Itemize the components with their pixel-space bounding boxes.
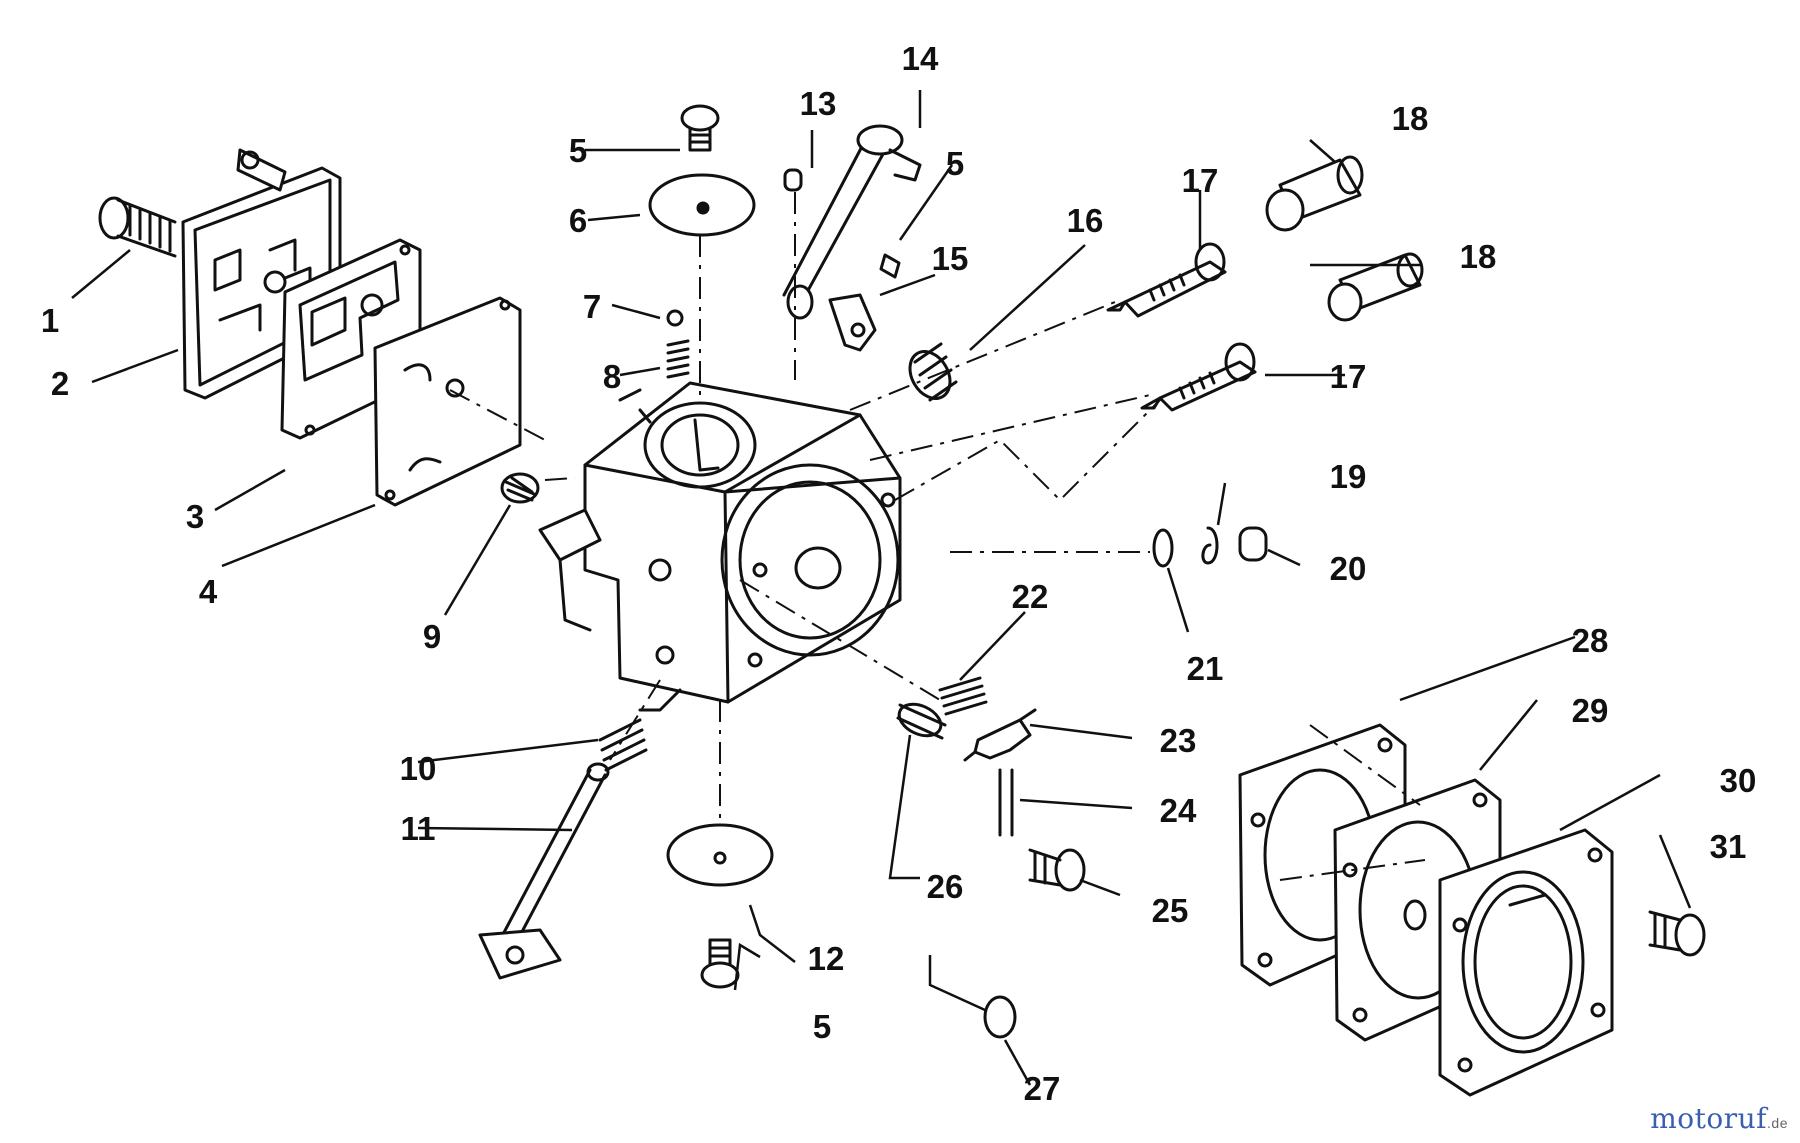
label-part-21: 21 [1187, 650, 1224, 687]
part-30-metering-cover [1438, 828, 1614, 1097]
label-part-5-top: 5 [569, 132, 587, 169]
label-part-29: 29 [1572, 692, 1609, 729]
part-18-lower-cap [1327, 252, 1424, 322]
label-part-3: 3 [186, 498, 204, 535]
label-part-2: 2 [51, 365, 69, 402]
part-8-spring [666, 339, 690, 379]
label-part-17-top: 17 [1182, 162, 1219, 199]
label-part-16: 16 [1067, 202, 1104, 239]
label-part-11: 11 [401, 810, 436, 847]
part-5-top-screw [680, 104, 720, 152]
label-part-24: 24 [1160, 792, 1197, 829]
part-18-upper-cap [1265, 155, 1364, 232]
label-part-9: 9 [423, 618, 441, 655]
label-part-26: 26 [927, 868, 964, 905]
label-part-13: 13 [800, 85, 837, 122]
label-part-5-bottom: 5 [813, 1008, 831, 1045]
label-part-1: 1 [41, 302, 59, 339]
part-1-screw [98, 196, 177, 258]
part-12-choke-disc [666, 823, 774, 887]
label-part-4: 4 [199, 573, 218, 610]
label-part-12: 12 [808, 940, 845, 977]
motoruf-logo: motoruf.de [1650, 1102, 1788, 1135]
part-11-choke-shaft [478, 762, 610, 980]
label-part-28: 28 [1572, 622, 1609, 659]
logo-text: motoruf [1650, 1102, 1768, 1135]
part-31-screw [1648, 910, 1706, 957]
label-part-17-bottom: 17 [1330, 358, 1367, 395]
part-17-lower-needle [1140, 342, 1257, 412]
part-25-screw [1028, 848, 1086, 892]
label-part-7: 7 [583, 288, 601, 325]
leader-lines [71, 90, 1692, 1086]
part-24-pin [998, 768, 1014, 837]
part-number-labels: 1 2 3 4 5 6 7 8 9 10 11 12 13 14 5 15 16… [41, 40, 1757, 1107]
label-part-18-top: 18 [1392, 100, 1429, 137]
part-4-pump-diaphragm [373, 296, 522, 507]
dash-dot-center-lines [449, 192, 1426, 881]
logo-tld: .de [1767, 1115, 1788, 1131]
part-23-metering-lever [963, 708, 1037, 762]
part-9-filter-screen [500, 472, 540, 504]
part-21-o-ring [1152, 528, 1174, 568]
label-part-5-right: 5 [946, 145, 964, 182]
label-part-19: 19 [1330, 458, 1367, 495]
part-6-top-cover-disc [648, 173, 756, 237]
label-part-20: 20 [1330, 550, 1367, 587]
label-part-31: 31 [1710, 828, 1747, 865]
part-20-sleeve [1238, 526, 1268, 562]
label-part-23: 23 [1160, 722, 1197, 759]
carburetor-body [538, 381, 902, 704]
part-17-upper-needle [1106, 242, 1227, 318]
label-part-14: 14 [902, 40, 939, 77]
part-16-spring [908, 342, 958, 402]
label-part-15: 15 [932, 240, 969, 277]
label-part-25: 25 [1152, 892, 1189, 929]
label-part-10: 10 [400, 750, 437, 787]
part-26-needle-valve [896, 702, 947, 740]
label-part-27: 27 [1024, 1070, 1061, 1107]
part-22-spring [938, 676, 988, 716]
label-part-18-bottom: 18 [1460, 238, 1497, 275]
label-part-6: 6 [569, 202, 587, 239]
part-27-o-ring [983, 995, 1017, 1039]
label-part-30: 30 [1720, 762, 1757, 799]
part-15-lever [828, 253, 901, 352]
part-10-return-spring [598, 688, 682, 772]
label-part-22: 22 [1012, 578, 1049, 615]
part-7-ball [666, 309, 684, 327]
part-5-bottom-screw [700, 938, 740, 989]
label-part-8: 8 [603, 358, 621, 395]
part-19-clip [1201, 526, 1219, 565]
part-13-cap [783, 168, 803, 192]
